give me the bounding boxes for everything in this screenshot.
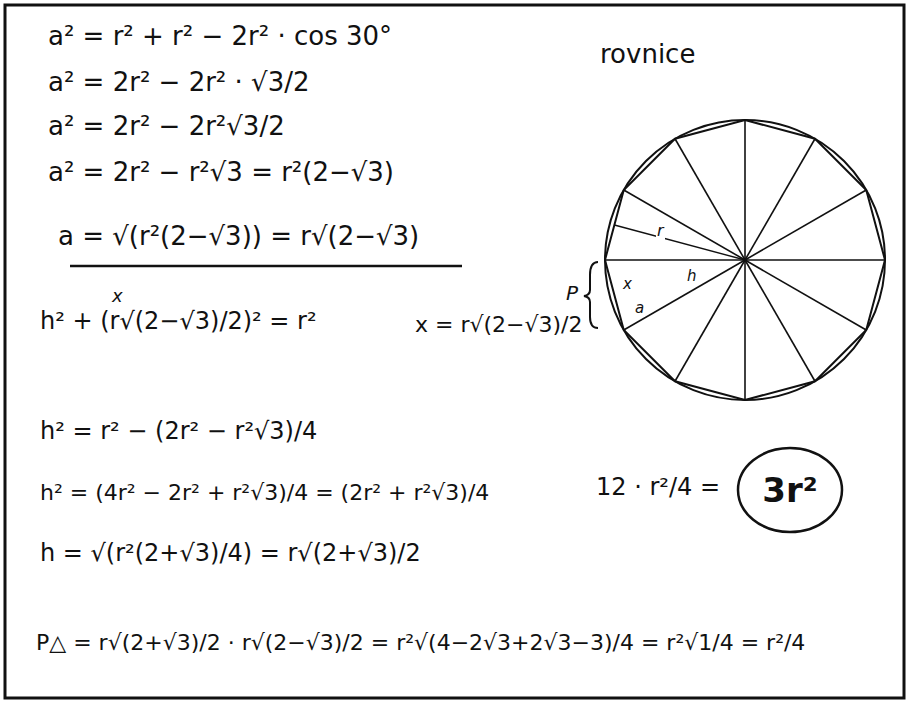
heading-note: rovnice — [600, 40, 695, 70]
radius-spoke — [745, 190, 866, 260]
ellipse-stroke — [738, 448, 842, 532]
radius-spoke — [605, 259, 745, 261]
equation-line: a = √(r²(2−√3)) = r√(2−√3) — [58, 222, 419, 252]
figure-label: a — [634, 300, 645, 317]
dodecagon-figure — [605, 120, 885, 400]
equation-line: h² = r² − (2r² − r²√3)/4 — [40, 418, 317, 446]
radius-spoke — [675, 260, 745, 381]
figure-label: h — [686, 268, 698, 285]
radius-spoke — [675, 139, 745, 260]
radius-spoke — [624, 260, 745, 330]
equation-line: a² = 2r² − r²√3 = r²(2−√3) — [48, 158, 394, 188]
radius-spoke — [744, 120, 746, 260]
radius-spoke — [745, 139, 815, 260]
equation-line: x = r√(2−√3)/2 — [415, 312, 583, 337]
equation-line: h = √(r²(2+√3)/4) = r√(2+√3)/2 — [40, 540, 421, 568]
figure-label: P — [566, 282, 578, 305]
result-text: 3r² — [762, 470, 817, 510]
radius-spoke — [745, 260, 866, 330]
circumcircle — [605, 120, 885, 400]
equation-line: P△ = r√(2+√3)/2 · r√(2−√3)/2 = r²√(4−2√3… — [36, 630, 805, 655]
equation-line: h² = (4r² − 2r² + r²√3)/4 = (2r² + r²√3)… — [40, 480, 489, 505]
radius-spoke — [745, 260, 815, 381]
underline — [70, 265, 462, 268]
dodecagon-outline — [605, 120, 885, 400]
equation-line: h² + (r√(2−√3)/2)² = r² — [40, 308, 317, 336]
equation-line: a² = r² + r² − 2r² · cos 30° — [48, 22, 392, 52]
equation-line: 12 · r²/4 = — [596, 474, 720, 502]
equation-line: x — [112, 286, 123, 307]
figure-label: r — [656, 222, 665, 240]
radius-spoke — [744, 260, 746, 400]
equation-line: a² = 2r² − 2r² · √3/2 — [48, 68, 310, 98]
equation-line: a² = 2r² − 2r²√3/2 — [48, 112, 285, 142]
radius-spoke — [745, 259, 885, 261]
brace — [584, 262, 598, 328]
radius-spoke — [624, 190, 745, 260]
figure-label: x — [622, 276, 633, 293]
circled-result: 3r² — [735, 445, 845, 535]
height-line — [614, 225, 745, 260]
frame-border — [5, 5, 904, 698]
